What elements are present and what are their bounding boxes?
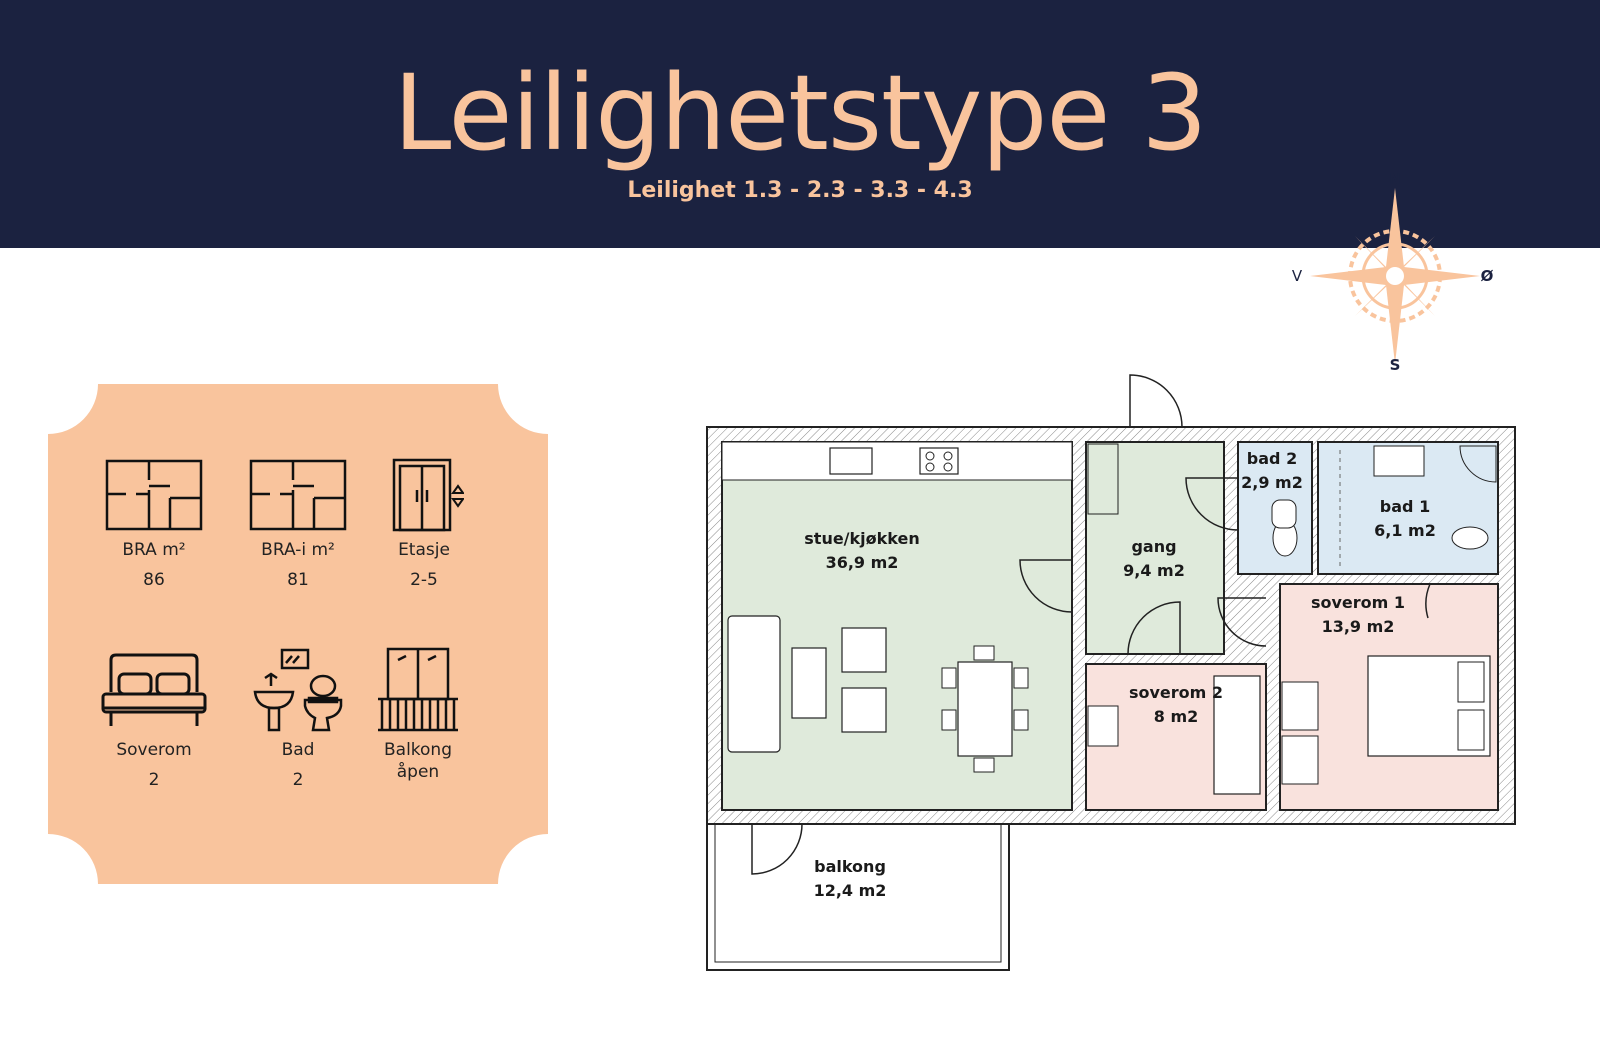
room-area: 9,4 m2: [1123, 561, 1185, 580]
stat-label: BRA m²: [122, 540, 186, 560]
compass-south-label: S: [1390, 356, 1401, 374]
entrance-door: [1129, 374, 1183, 428]
compass-rose-icon: N S V Ø: [1292, 170, 1494, 374]
door-soverom-2: [1127, 601, 1181, 655]
floor-plan: stue/kjøkken 36,9 m2 gang 9,4 m2 bad 2 2…: [706, 374, 1516, 971]
room-area: 8 m2: [1154, 707, 1199, 726]
sofa-icon: [727, 615, 781, 753]
armchair-icon: [841, 627, 887, 673]
stove-icon: [919, 447, 959, 475]
stat-bad: Bad 2: [228, 646, 368, 790]
stat-bra: BRA m² 86: [84, 458, 224, 590]
sink-icon: [829, 447, 873, 475]
room-area: 2,9 m2: [1241, 473, 1303, 492]
stat-balkong: Balkong åpen: [348, 646, 488, 782]
compass-east-label: Ø: [1481, 267, 1494, 285]
kitchen-counter: [721, 441, 1073, 481]
room-balkong: [706, 823, 1010, 971]
stat-soverom: Soverom 2: [84, 652, 224, 790]
door-stue: [1019, 559, 1073, 613]
wardrobe-icon: [1087, 443, 1119, 515]
coffee-table-icon: [791, 647, 827, 719]
floorplan-icon: [249, 459, 347, 531]
washbasin-icon: [1271, 499, 1297, 529]
toilet-icon: [1451, 526, 1489, 550]
balcony-icon: [378, 647, 458, 732]
room-name: balkong: [814, 857, 886, 876]
stat-value: 2-5: [410, 570, 438, 590]
apartment-facts-card: BRA m² 86 BRA-i m² 81 Etasje: [48, 384, 548, 884]
room-name: bad 1: [1380, 497, 1430, 516]
balcony-door: [751, 823, 803, 875]
page-title: Leilighetstype 3: [393, 52, 1207, 174]
room-name: soverom 1: [1311, 593, 1405, 612]
room-area: 13,9 m2: [1322, 617, 1395, 636]
armchair-icon: [841, 687, 887, 733]
compass-west-label: V: [1292, 267, 1303, 285]
stat-value: 86: [143, 570, 165, 590]
stat-label: Bad: [281, 740, 315, 760]
stat-label: Balkong: [383, 740, 452, 760]
stat-label: BRA-i m²: [261, 540, 335, 560]
stat-label: Soverom: [116, 740, 192, 760]
elevator-icon: [392, 458, 464, 532]
room-area: 6,1 m2: [1374, 521, 1436, 540]
room-name: gang: [1131, 537, 1176, 556]
stat-etasje: Etasje 2-5: [354, 458, 494, 590]
room-area: 36,9 m2: [826, 553, 899, 572]
room-name: stue/kjøkken: [804, 529, 919, 548]
single-bed-icon: [1213, 675, 1261, 795]
header-banner: Leilighetstype 3 Leilighet 1.3 - 2.3 - 3…: [0, 0, 1600, 248]
stat-bra-i: BRA-i m² 81: [228, 458, 368, 590]
wardrobe-icon: [1281, 681, 1319, 731]
page-subtitle: Leilighet 1.3 - 2.3 - 3.3 - 4.3: [627, 178, 973, 203]
room-name: soverom 2: [1129, 683, 1223, 702]
door-bad-2: [1185, 477, 1239, 531]
door-soverom-1: [1217, 597, 1267, 647]
room-area: 12,4 m2: [814, 881, 887, 900]
desk-icon: [1087, 705, 1119, 747]
room-name: bad 2: [1247, 449, 1297, 468]
compass-north-label: N: [1389, 170, 1402, 188]
stat-value: åpen: [396, 762, 440, 782]
room-bad-1: [1317, 441, 1499, 575]
washbasin-icon: [1373, 445, 1425, 477]
bed-icon: [101, 653, 207, 726]
stat-value: 2: [148, 770, 160, 790]
bathroom-icon: [253, 648, 343, 732]
stat-label: Etasje: [398, 540, 450, 560]
stat-value: 81: [287, 570, 309, 590]
floorplan-icon: [105, 459, 203, 531]
dining-table-icon: [957, 661, 1013, 757]
stat-value: 2: [292, 770, 304, 790]
